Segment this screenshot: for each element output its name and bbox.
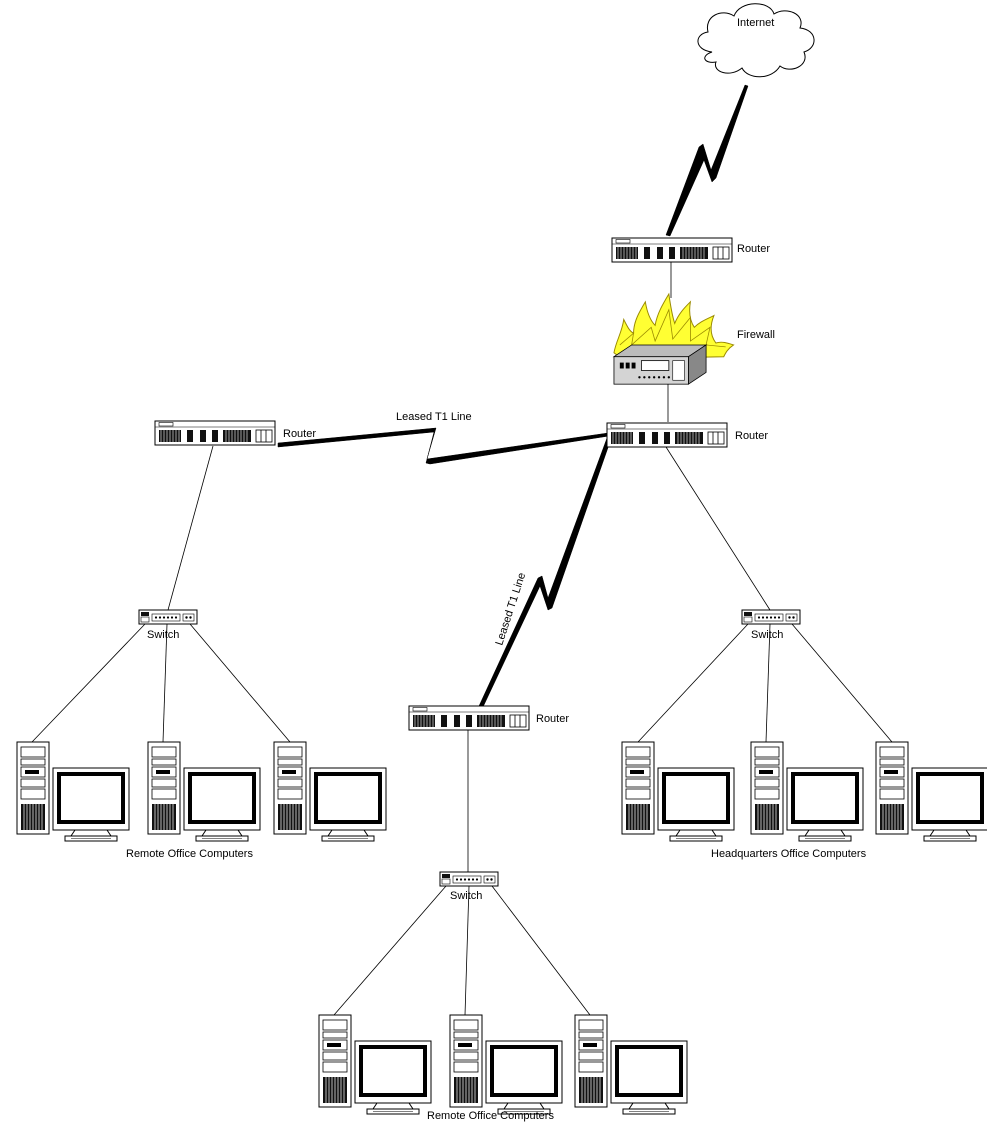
t1-link-bottom [478, 437, 612, 708]
router-icon [408, 705, 530, 731]
remote-office-group-bottom: Remote Office Computers [317, 1013, 689, 1122]
router-left-label: Router [283, 428, 316, 440]
link-hq-switch-pc3 [791, 623, 893, 743]
switch-left-label: Switch [147, 629, 179, 641]
remote-office-label-bottom: Remote Office Computers [427, 1110, 554, 1122]
router-icon [611, 237, 733, 263]
link-bottom-switch-pc3 [491, 885, 591, 1016]
wan-link-internet [665, 84, 749, 237]
remote-office-group-left: Remote Office Computers [15, 740, 388, 860]
firewall-label: Firewall [737, 329, 775, 341]
computer-icon [573, 1013, 689, 1116]
computer-icon [317, 1013, 433, 1116]
switch-left: Switch [138, 609, 198, 641]
link-left-switch-pc2 [162, 623, 168, 743]
hq-office-group: Headquarters Office Computers [620, 740, 987, 860]
router-main-label: Router [735, 430, 768, 442]
router-icon [154, 420, 276, 446]
router-icon [606, 422, 728, 448]
connections [31, 84, 893, 1016]
t1-link-left [277, 427, 610, 465]
router-main: Router [606, 422, 768, 448]
router-bottom: Router [408, 705, 569, 731]
switch-icon [138, 609, 198, 625]
computer-icon [749, 740, 865, 843]
switch-bottom: Switch [439, 871, 499, 902]
computer-icon [620, 740, 736, 843]
link-hq-switch-pc2 [765, 623, 771, 743]
switch-icon [439, 871, 499, 887]
link-bottom-switch-pc2 [464, 885, 470, 1016]
link-router-left-switch [167, 445, 214, 611]
router-top: Router [611, 237, 770, 263]
router-left: Router [154, 420, 316, 446]
cloud-icon [697, 3, 815, 78]
internet-label: Internet [737, 17, 774, 29]
firewall-icon [613, 293, 735, 385]
firewall: Firewall [613, 293, 775, 385]
hq-office-label: Headquarters Office Computers [711, 848, 867, 860]
computer-icon [272, 740, 388, 843]
computer-icon [146, 740, 262, 843]
link-left-switch-pc3 [189, 623, 291, 743]
switch-hq-label: Switch [751, 629, 783, 641]
t1-label-diagonal: Leased T1 Line [493, 571, 528, 647]
internet-cloud: Internet [697, 3, 815, 78]
switch-bottom-label: Switch [450, 890, 482, 902]
link-hq-switch-pc1 [637, 623, 749, 743]
computer-icon [874, 740, 987, 843]
switch-hq: Switch [741, 609, 801, 641]
link-left-switch-pc1 [31, 623, 146, 743]
router-bottom-label: Router [536, 713, 569, 725]
router-top-label: Router [737, 243, 770, 255]
switch-icon [741, 609, 801, 625]
computer-icon [448, 1013, 564, 1116]
link-bottom-switch-pc1 [333, 885, 447, 1016]
link-router-hq-switch [665, 446, 771, 611]
t1-label-horizontal: Leased T1 Line [396, 411, 472, 423]
computer-icon [15, 740, 131, 843]
remote-office-label-left: Remote Office Computers [126, 848, 253, 860]
